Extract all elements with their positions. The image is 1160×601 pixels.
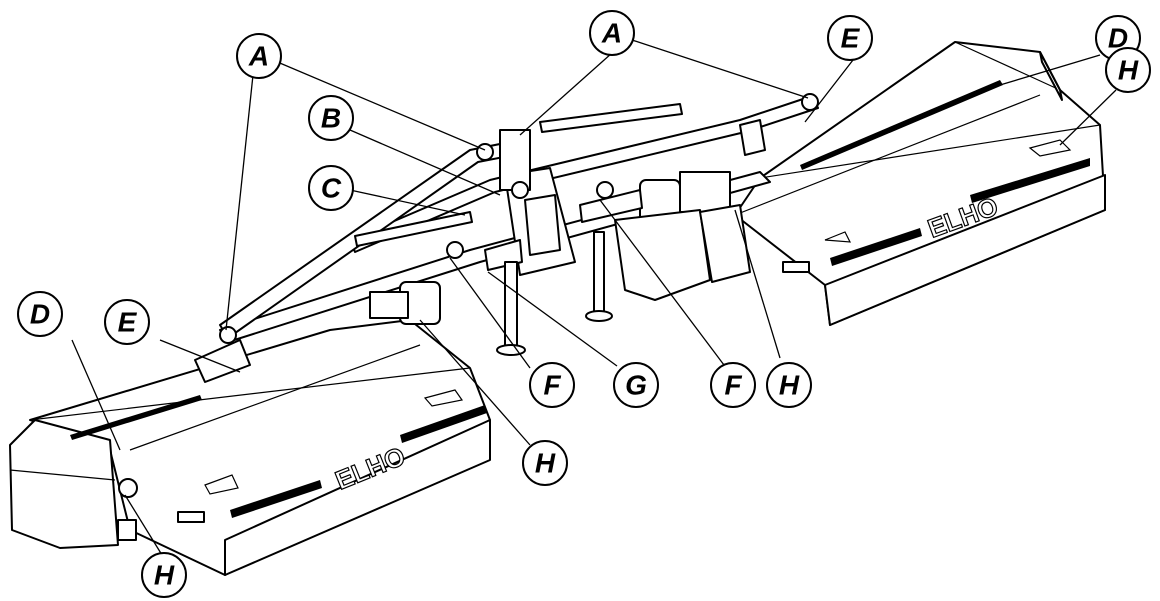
callout-H-center: H — [522, 440, 568, 486]
callout-H-right-top: H — [1105, 47, 1151, 93]
callout-A-center: A — [589, 10, 635, 56]
callout-label: D — [1108, 23, 1128, 54]
callout-G: G — [613, 362, 659, 408]
callout-label: H — [779, 370, 800, 401]
callout-label: H — [154, 560, 175, 591]
callout-label: D — [30, 299, 50, 330]
callout-label: E — [841, 23, 861, 54]
left-mower-deck: ELHO — [9, 319, 491, 576]
callout-label: F — [543, 370, 561, 401]
callout-label: A — [601, 18, 622, 49]
callout-A-left: A — [236, 33, 282, 79]
callout-label: F — [724, 370, 742, 401]
right-mower-deck: ELHO — [734, 41, 1106, 326]
callout-F-right: F — [710, 362, 756, 408]
callout-H-right-bottom: H — [766, 362, 812, 408]
callout-C: C — [308, 165, 354, 211]
callout-D-left: D — [17, 291, 63, 337]
center-frame — [194, 93, 819, 383]
callout-label: C — [321, 173, 342, 204]
callout-E-left: E — [104, 299, 150, 345]
leader-lines — [71, 39, 1117, 556]
callout-label: G — [625, 370, 647, 401]
callout-label: A — [248, 41, 269, 72]
callout-label: H — [535, 448, 556, 479]
callout-F-center: F — [529, 362, 575, 408]
callout-label: B — [321, 103, 341, 134]
callout-label: E — [118, 307, 138, 338]
callout-B: B — [308, 95, 354, 141]
callout-label: H — [1118, 55, 1139, 86]
callout-H-left: H — [141, 552, 187, 598]
callout-E-right: E — [827, 15, 873, 61]
